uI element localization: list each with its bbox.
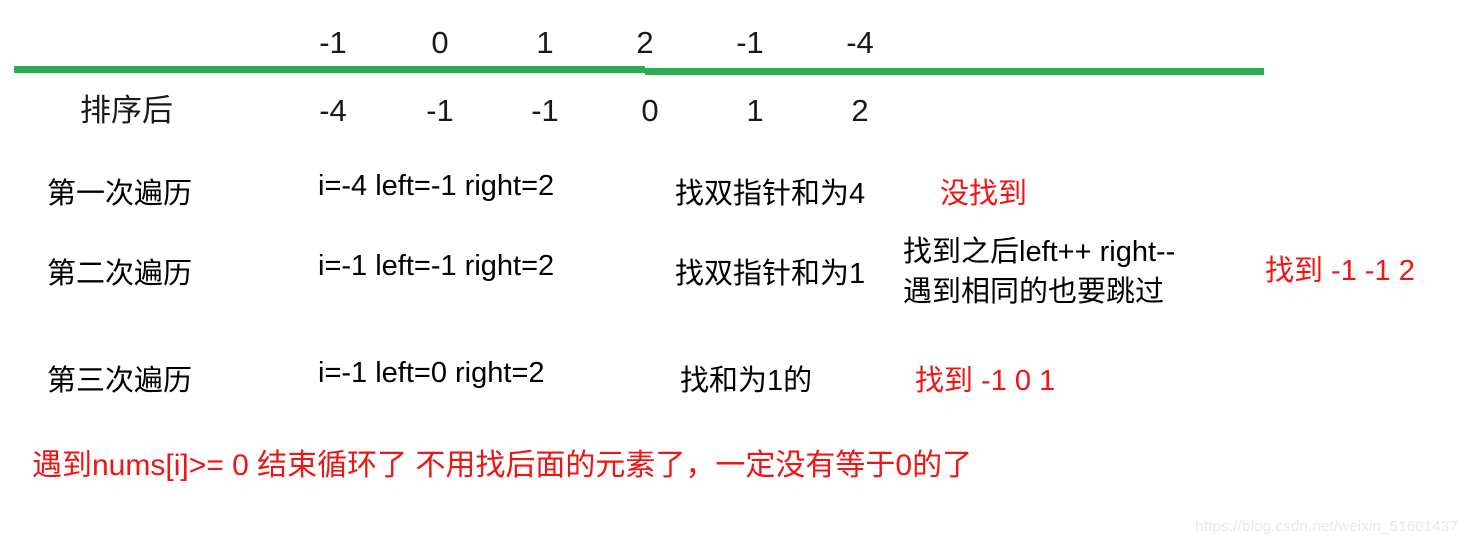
- original-array-cell-0: -1: [319, 25, 347, 60]
- pass-2-state: i=-1 left=-1 right=2: [318, 250, 555, 282]
- sorted-array-cell-0: -4: [319, 93, 347, 128]
- pass-2-note: 找双指针和为1: [675, 258, 866, 290]
- pass-2-label: 第二次遍历: [47, 258, 193, 290]
- sorted-array-cell-2: -1: [531, 93, 559, 128]
- sorted-array-label: 排序后: [80, 93, 173, 128]
- original-array-cell-1: 0: [431, 25, 449, 60]
- watermark-url: https://blog.csdn.net/weixin_51601437: [1195, 518, 1458, 535]
- original-array-cell-5: -4: [846, 25, 874, 60]
- pass-3-state: i=-1 left=0 right=2: [318, 357, 545, 389]
- original-array-cell-2: 1: [536, 25, 554, 60]
- pass-3-label: 第三次遍历: [47, 365, 193, 397]
- pass-2-result: 找到 -1 -1 2: [1265, 255, 1415, 287]
- sorted-array-cell-1: -1: [426, 93, 454, 128]
- pass-3-note: 找和为1的: [680, 365, 813, 397]
- pass-1-state: i=-4 left=-1 right=2: [318, 170, 555, 202]
- sorted-array-cell-3: 0: [641, 93, 659, 128]
- pass-2-detail-line-1: 找到之后left++ right--: [903, 236, 1176, 268]
- sorted-array-cell-5: 2: [851, 93, 869, 128]
- conclusion-text: 遇到nums[i]>= 0 结束循环了 不用找后面的元素了，一定没有等于0的了: [32, 449, 973, 482]
- pass-1-label: 第一次遍历: [47, 178, 193, 210]
- green-divider-left-segment: [14, 66, 645, 73]
- pass-2-detail-line-2: 遇到相同的也要跳过: [903, 276, 1165, 309]
- pass-1-note: 找双指针和为4: [675, 178, 866, 210]
- original-array-cell-4: -1: [736, 25, 764, 60]
- pass-3-result: 找到 -1 0 1: [915, 365, 1056, 397]
- sorted-array-cell-4: 1: [746, 93, 764, 128]
- original-array-cell-3: 2: [636, 25, 654, 60]
- pass-2-detail-block: 找到之后left++ right-- 遇到相同的也要跳过: [903, 232, 1283, 312]
- pass-1-result: 没找到: [940, 178, 1028, 210]
- green-divider-right-segment: [645, 68, 1264, 75]
